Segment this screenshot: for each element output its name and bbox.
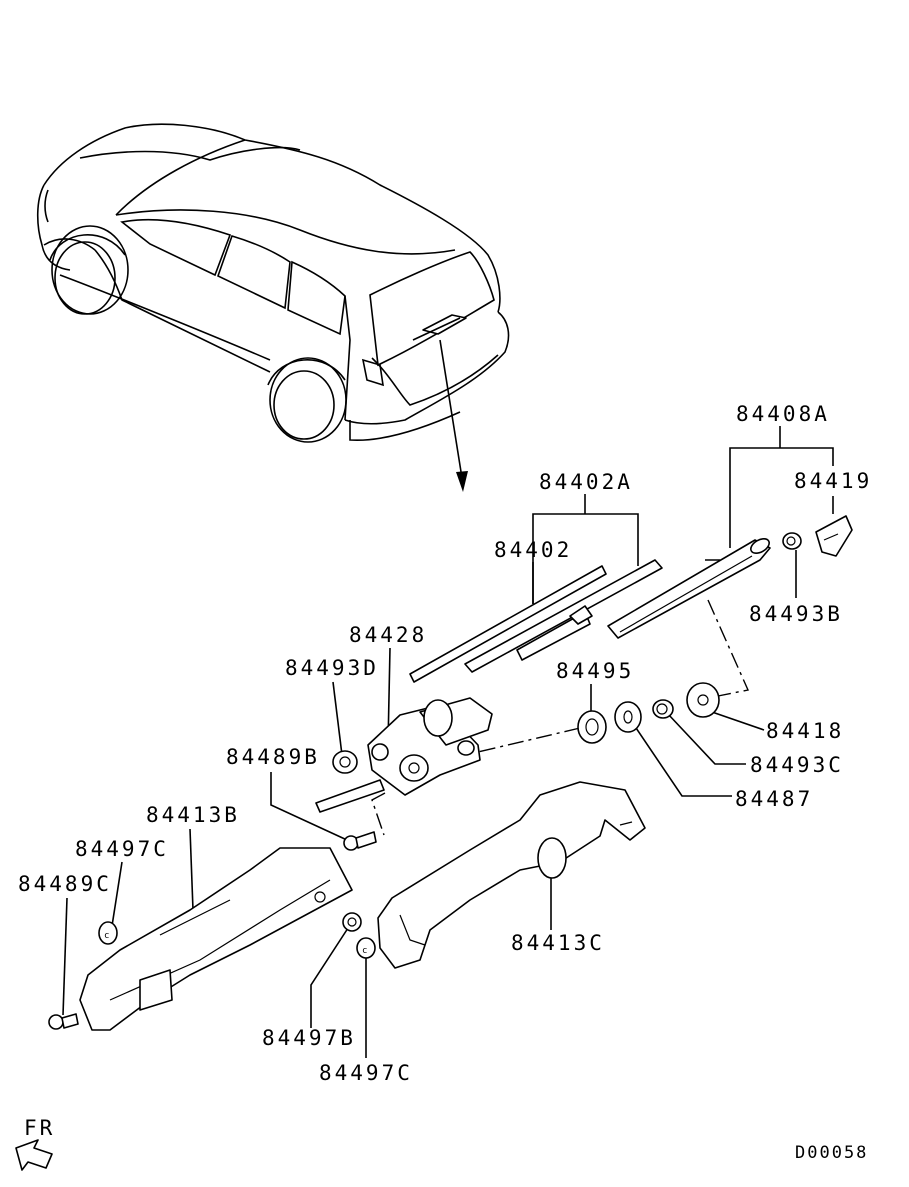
grommet-84495 (577, 710, 607, 744)
label-84487: 84487 (735, 787, 813, 811)
label-84493D: 84493D (285, 656, 379, 680)
screw-84489C (48, 1013, 79, 1030)
front-direction-arrow-icon (15, 1139, 53, 1171)
clip-84497C-top: c (98, 921, 118, 945)
nut-84497B (342, 912, 362, 932)
label-84497B: 84497B (262, 1026, 356, 1050)
label-84493B: 84493B (749, 602, 843, 626)
nut-84493B (782, 532, 802, 550)
wiper-arm-84408A (607, 537, 771, 639)
leader-lines (62, 426, 834, 1058)
label-84497C-bottom: 84497C (319, 1061, 413, 1085)
cap-84418 (686, 682, 720, 718)
label-84497C-top: 84497C (75, 837, 169, 861)
label-84408A: 84408A (736, 402, 830, 426)
label-84489C: 84489C (18, 872, 112, 896)
label-84402: 84402 (494, 538, 572, 562)
label-84495: 84495 (556, 659, 634, 683)
svg-text:c: c (104, 931, 111, 941)
vehicle-illustration (36, 123, 510, 492)
label-84418: 84418 (766, 719, 844, 743)
label-84413C: 84413C (511, 931, 605, 955)
label-84428: 84428 (349, 623, 427, 647)
svg-text:c: c (362, 946, 369, 956)
nut-84493D (332, 750, 358, 774)
clip-84497C-bottom: c (356, 937, 376, 959)
cover-84413C (377, 781, 646, 969)
wiper-blade-assembly-84402A (464, 559, 663, 673)
arm-cap-84419 (815, 515, 853, 557)
front-label: FR (24, 1116, 55, 1140)
label-84493C: 84493C (750, 753, 844, 777)
nut-84493C (652, 699, 674, 719)
label-84419: 84419 (794, 469, 872, 493)
cover-84413B (79, 847, 353, 1031)
drawing-code: D00058 (795, 1143, 868, 1163)
wiper-blade-84402 (409, 565, 607, 683)
wiper-motor-84428 (315, 697, 493, 813)
label-84402A: 84402A (539, 470, 633, 494)
washer-84487 (614, 701, 642, 733)
label-84413B: 84413B (146, 803, 240, 827)
label-84489B: 84489B (226, 745, 320, 769)
screw-84489B (343, 831, 377, 851)
